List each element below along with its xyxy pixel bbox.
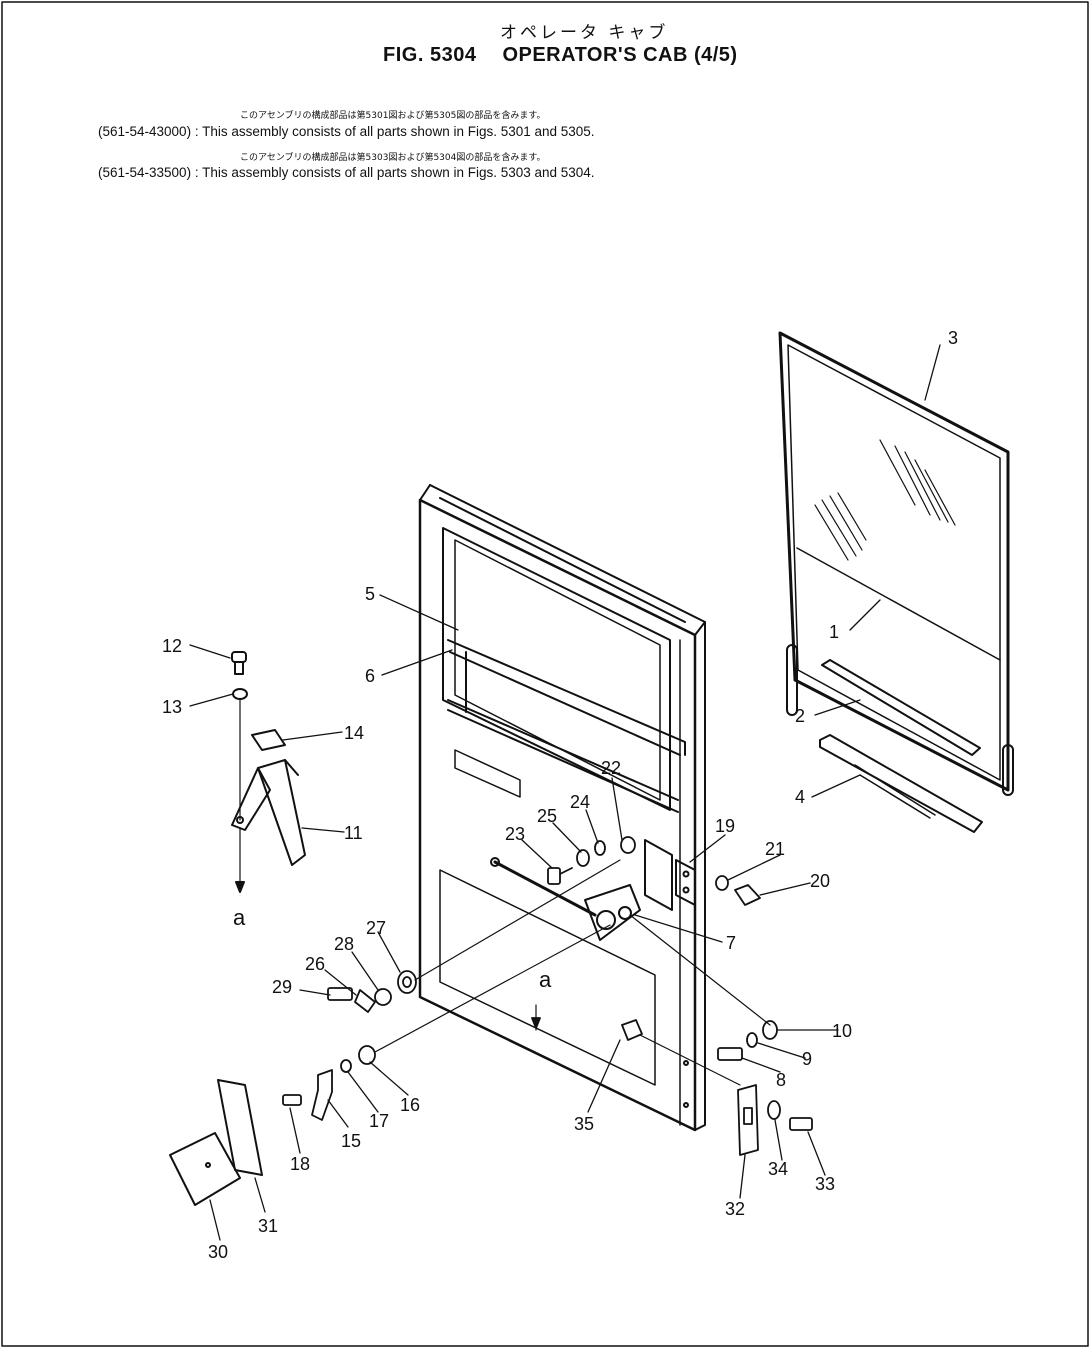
callout-15: 15: [341, 1131, 361, 1151]
callout-2: 2: [795, 706, 805, 726]
assembly-lines: [374, 859, 771, 1086]
callout-12: 12: [162, 636, 182, 656]
callout-a-door: a: [539, 967, 552, 992]
callout-a-left: a: [233, 905, 246, 930]
callout-31: 31: [258, 1216, 278, 1236]
callout-24: 24: [570, 792, 590, 812]
callout-4: 4: [795, 787, 805, 807]
callout-10: 10: [832, 1021, 852, 1041]
callout-9: 9: [802, 1049, 812, 1069]
callout-34: 34: [768, 1159, 788, 1179]
callout-28: 28: [334, 934, 354, 954]
figure-number: FIG. 5304: [383, 44, 477, 66]
callout-21: 21: [765, 839, 785, 859]
glass-window-assembly: [778, 331, 1014, 833]
callout-25: 25: [537, 806, 557, 826]
callout-29: 29: [272, 977, 292, 997]
callout-14: 14: [344, 723, 364, 743]
callout-5: 5: [365, 584, 375, 604]
door-frame: [418, 484, 706, 1132]
note-2: (561-54-33500) : This assembly consists …: [98, 165, 595, 180]
callout-16: 16: [400, 1095, 420, 1115]
callout-13: 13: [162, 697, 182, 717]
part-number-labels: 1 2 3 4 5 6 7 8 9 10 11 12 13 14 15 16 1…: [162, 328, 958, 1262]
callout-33: 33: [815, 1174, 835, 1194]
note-1-text: : This assembly consists of all parts sh…: [194, 124, 595, 139]
callout-35: 35: [574, 1114, 594, 1134]
callout-8: 8: [776, 1070, 786, 1090]
callout-1: 1: [829, 622, 839, 642]
callout-26: 26: [305, 954, 325, 974]
figure-title: FIG. 5304 OPERATOR'S CAB (4/5): [383, 44, 738, 67]
figure-name: OPERATOR'S CAB (4/5): [502, 44, 738, 66]
callout-22: 22: [601, 758, 621, 778]
note-1-code: (561-54-43000): [98, 124, 192, 139]
callout-30: 30: [208, 1242, 228, 1262]
note-2-japanese: このアセンブリの構成部品は第5303図および第5304図の部品を含みます。: [240, 153, 546, 163]
callout-20: 20: [810, 871, 830, 891]
callout-27: 27: [366, 918, 386, 938]
note-1-japanese: このアセンブリの構成部品は第5301図および第5305図の部品を含みます。: [240, 111, 546, 121]
callout-19: 19: [715, 816, 735, 836]
callout-17: 17: [369, 1111, 389, 1131]
callout-18: 18: [290, 1154, 310, 1174]
callout-11: 11: [344, 823, 363, 843]
note-2-text: : This assembly consists of all parts sh…: [194, 165, 595, 180]
callout-6: 6: [365, 666, 375, 686]
note-1: (561-54-43000) : This assembly consists …: [98, 124, 595, 139]
note-2-code: (561-54-33500): [98, 165, 192, 180]
callout-3: 3: [948, 328, 958, 348]
callout-leaders: [189, 344, 941, 1241]
callout-23: 23: [505, 824, 525, 844]
callout-32: 32: [725, 1199, 745, 1219]
fasteners: [282, 836, 813, 1156]
callout-7: 7: [726, 933, 736, 953]
label-sheets: [169, 1079, 263, 1206]
japanese-title: オペレータ キャブ: [500, 23, 669, 43]
bracket-assembly: [231, 651, 306, 893]
